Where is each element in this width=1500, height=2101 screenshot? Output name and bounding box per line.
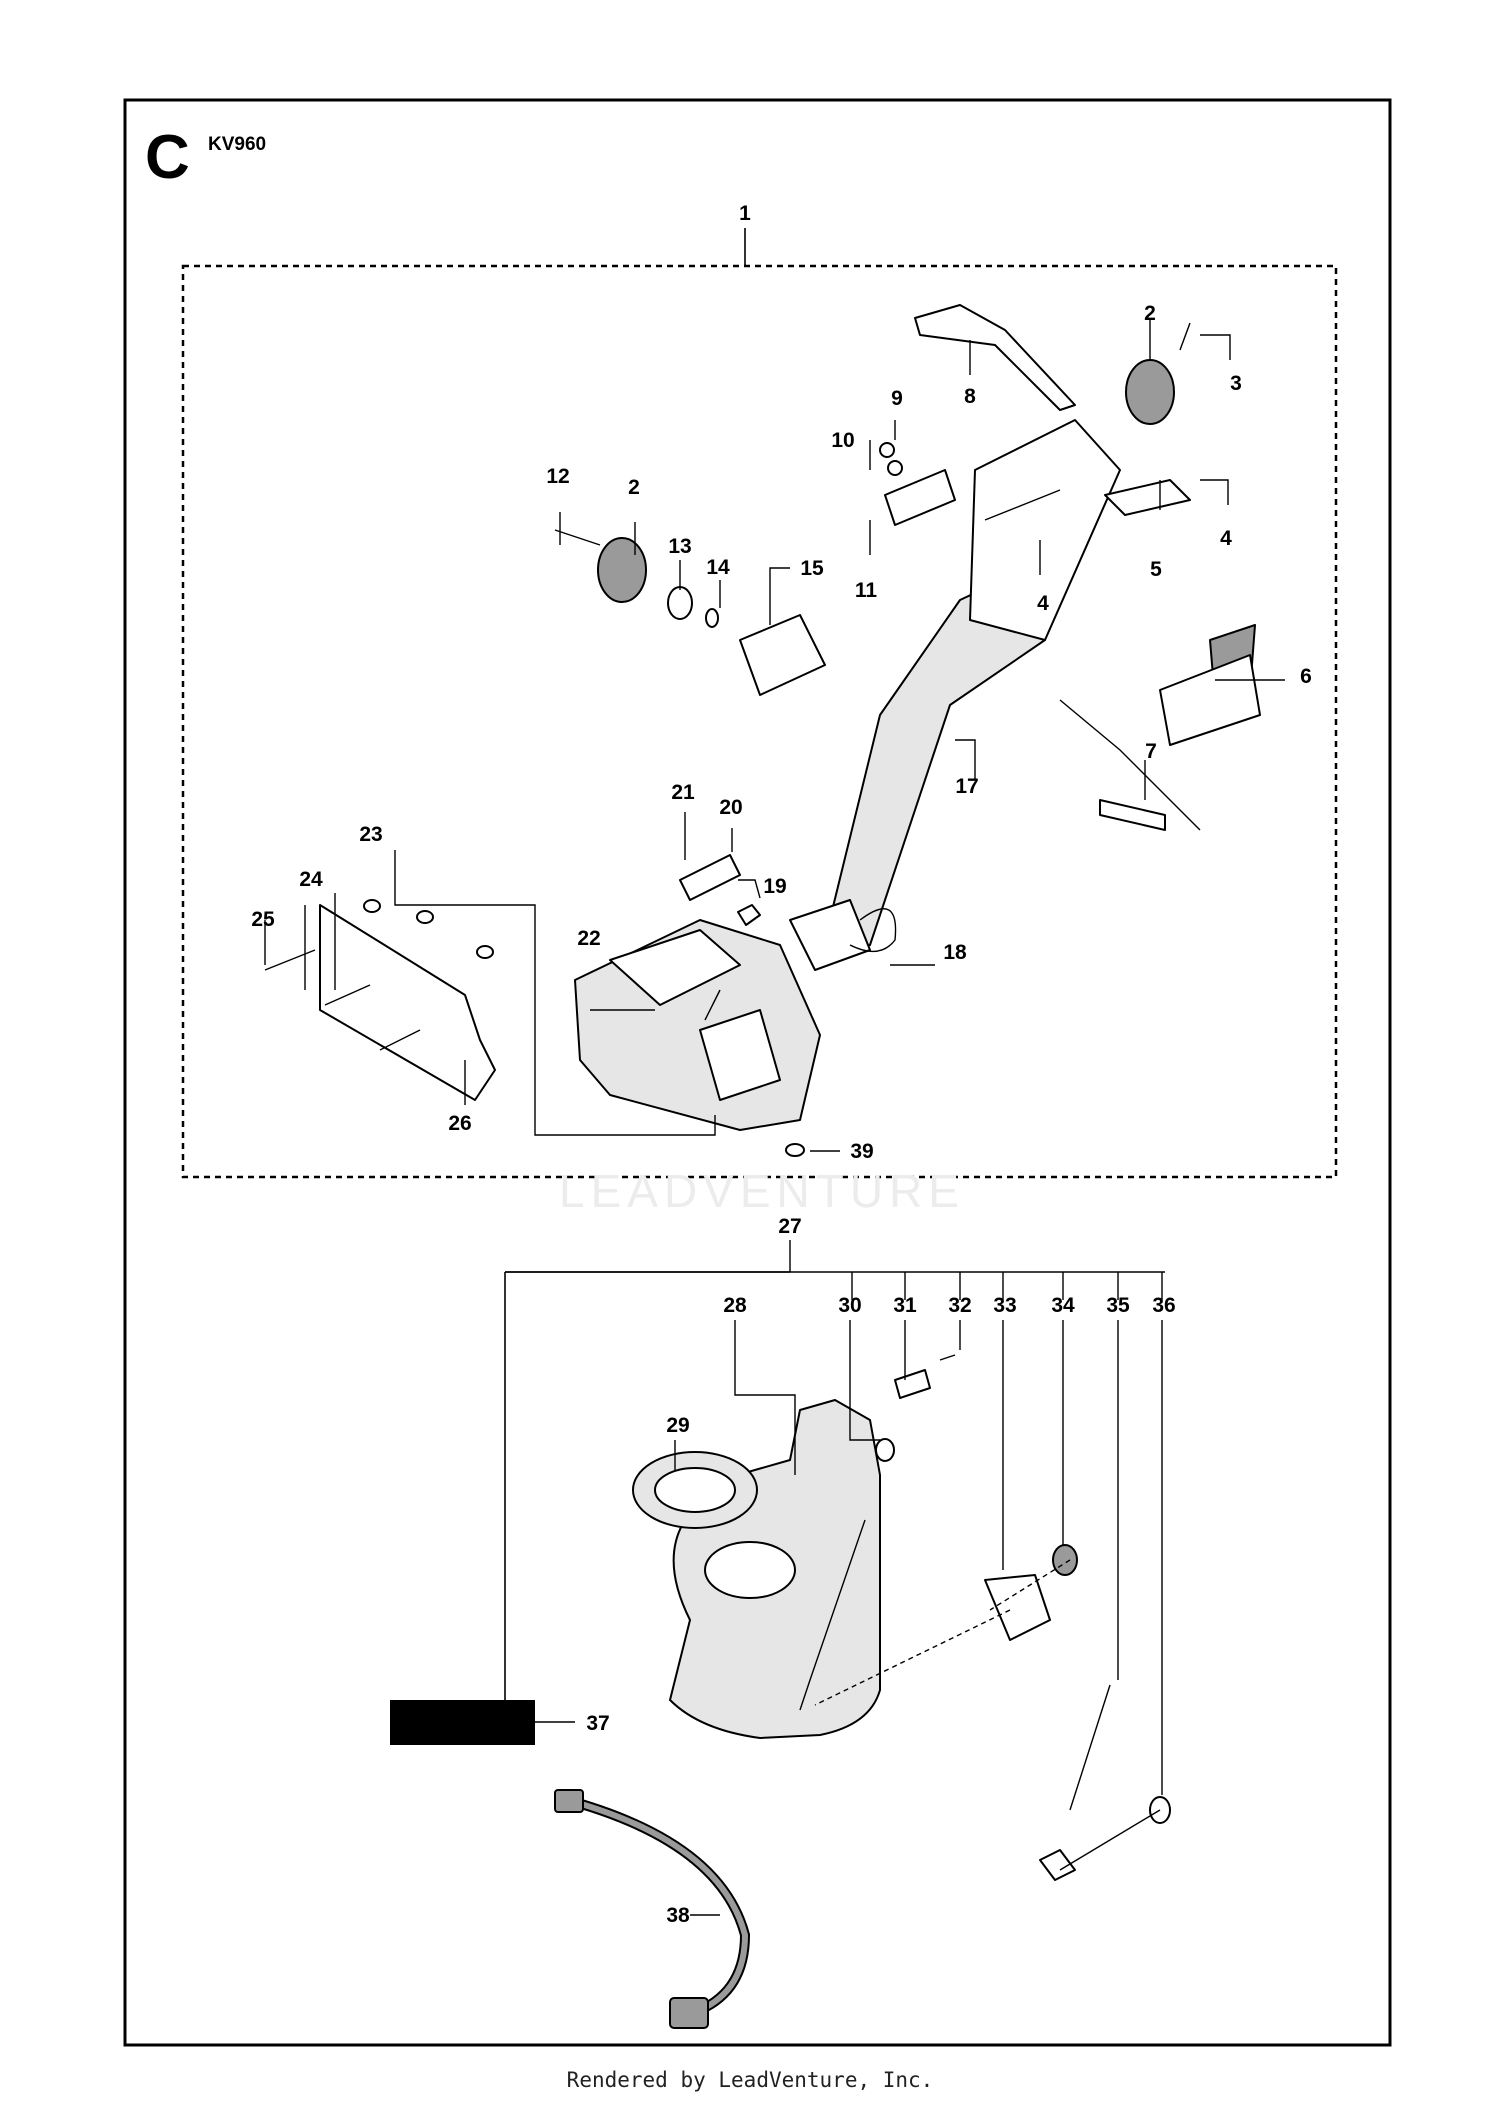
model-name: KV960 bbox=[208, 134, 266, 155]
section-letter: C bbox=[145, 123, 190, 192]
callout-32: 32 bbox=[948, 1294, 971, 1317]
callout-34: 34 bbox=[1051, 1294, 1075, 1317]
callout-3: 3 bbox=[1230, 372, 1242, 395]
callout-10: 10 bbox=[831, 429, 854, 452]
callout-35: 35 bbox=[1106, 1294, 1130, 1317]
callout-29: 29 bbox=[666, 1414, 689, 1437]
callout-9: 9 bbox=[891, 387, 903, 410]
callout-22: 22 bbox=[577, 927, 600, 950]
callout-2-right: 2 bbox=[1144, 302, 1156, 325]
callout-17: 17 bbox=[955, 775, 978, 798]
callout-13: 13 bbox=[668, 535, 691, 558]
callout-14: 14 bbox=[706, 556, 730, 579]
callout-25: 25 bbox=[251, 908, 275, 931]
assembly-box bbox=[181, 264, 1338, 1179]
label-plate bbox=[390, 1700, 535, 1745]
callout-2-left: 2 bbox=[628, 476, 640, 499]
footer-credit: Rendered by LeadVenture, Inc. bbox=[566, 2068, 934, 2092]
watermark: LEADVENTURE bbox=[559, 1165, 965, 1217]
callout-6: 6 bbox=[1300, 665, 1312, 688]
leader-lines bbox=[264, 320, 1285, 1916]
callout-31: 31 bbox=[893, 1294, 917, 1317]
water-tank-assembly bbox=[390, 1271, 1171, 2029]
handle-assembly bbox=[264, 304, 1261, 1157]
callout-4-center: 4 bbox=[1037, 592, 1049, 615]
callout-33: 33 bbox=[993, 1294, 1016, 1317]
callout-24: 24 bbox=[299, 868, 323, 891]
callout-19: 19 bbox=[763, 875, 786, 898]
callout-27: 27 bbox=[778, 1215, 801, 1238]
callout-18: 18 bbox=[943, 941, 967, 964]
callout-37: 37 bbox=[586, 1712, 609, 1735]
callout-39: 39 bbox=[850, 1140, 873, 1163]
callout-11: 11 bbox=[855, 579, 878, 602]
callout-7: 7 bbox=[1145, 740, 1157, 763]
callout-30: 30 bbox=[838, 1294, 861, 1317]
callout-labels: 1 2 3 8 9 10 4 5 4 11 12 2 13 14 15 6 7 … bbox=[251, 202, 1312, 1927]
callout-15: 15 bbox=[800, 557, 824, 580]
callout-12: 12 bbox=[546, 465, 569, 488]
callout-36: 36 bbox=[1152, 1294, 1175, 1317]
callout-26: 26 bbox=[448, 1112, 471, 1135]
callout-20: 20 bbox=[719, 796, 742, 819]
callout-23: 23 bbox=[359, 823, 382, 846]
callout-28: 28 bbox=[723, 1294, 747, 1317]
callout-21: 21 bbox=[671, 781, 695, 804]
callout-4-right: 4 bbox=[1220, 527, 1232, 550]
diagram-frame bbox=[123, 98, 1392, 2047]
callout-1: 1 bbox=[739, 202, 751, 225]
callout-38: 38 bbox=[666, 1904, 690, 1927]
callout-5: 5 bbox=[1150, 558, 1162, 581]
callout-8: 8 bbox=[964, 385, 976, 408]
